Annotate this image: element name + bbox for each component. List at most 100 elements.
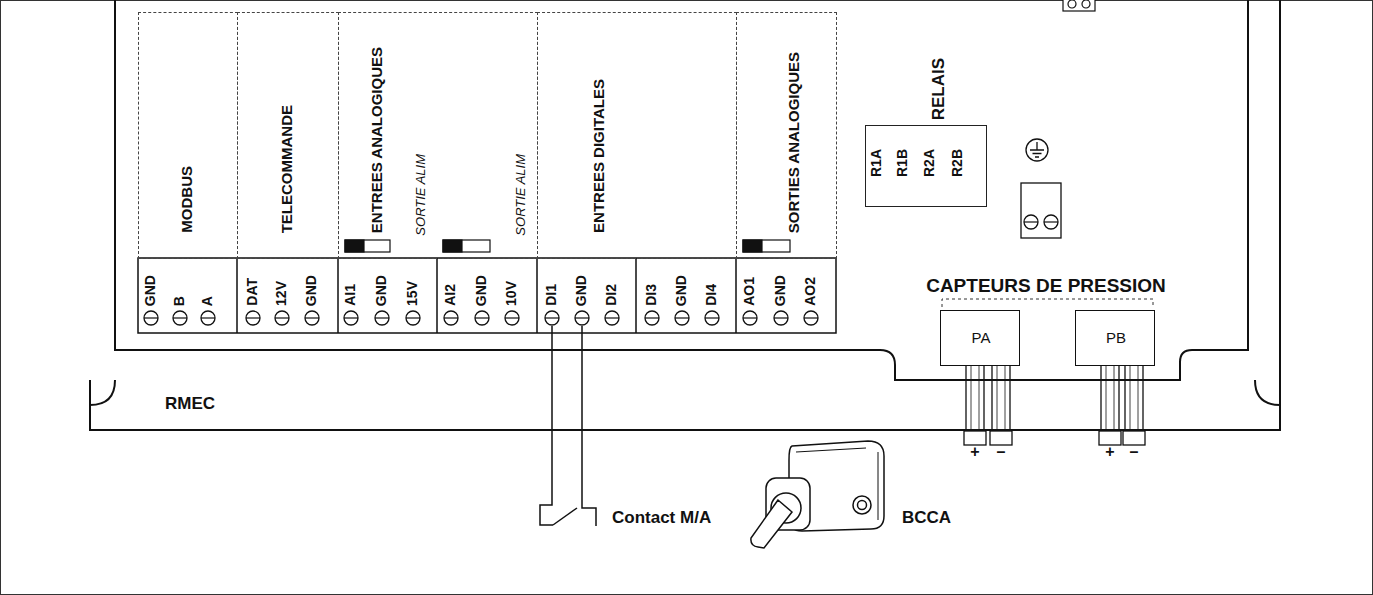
terminal-screw [375,311,389,325]
polarity-mark: + [970,443,979,461]
screw-head [305,311,319,325]
screw-head [144,311,158,325]
knob-handle [751,500,792,548]
screw-head [275,311,289,325]
pin-name: R2B [950,149,965,177]
earth-symbol [1026,139,1048,161]
terminal-screw [406,311,420,325]
sensor-bracket [942,299,1153,307]
screw-head [246,311,260,325]
pin-name: B [172,296,187,306]
terminal-block [138,258,836,333]
screw [1068,0,1076,8]
switch-lever [443,240,462,252]
power-note: SORTIE ALIM [414,154,428,236]
terminal-group: SORTIES ANALOGIQUES [736,12,837,259]
terminal-screw [675,311,689,325]
selector-switch [751,441,884,548]
pin-name: DI4 [704,284,719,306]
group-heading: ENTREES DIGITALES [591,79,608,233]
screw-head [1044,215,1058,229]
pin-name: DI2 [604,284,619,306]
group-heading: TELECOMMANDE [279,105,296,233]
screw-head [475,311,489,325]
screw-head [444,311,458,325]
wire [582,326,596,526]
pin-name: AI1 [343,284,358,306]
pin-name: AO2 [803,277,818,306]
terminal-screw [444,311,458,325]
screw-slot [305,317,319,318]
terminal-group: ENTREES ANALOGIQUES [338,12,538,259]
mount-hole [853,496,871,514]
pressure-sensor: PA [940,310,1020,366]
screw-head [1024,215,1038,229]
mount-hole [858,501,867,510]
board-edge [115,0,1248,380]
earth-block [1021,183,1061,238]
screw [1082,0,1090,8]
tube [1101,365,1119,431]
terminal-strip [138,258,836,333]
screw-row [1024,215,1058,229]
pin-name: 12V [274,281,289,306]
terminal-screw [645,311,659,325]
terminal-screw [774,311,788,325]
screw-slot [1044,221,1058,222]
group-heading: ENTREES ANALOGIQUES [369,47,386,233]
screw-slot [246,317,260,318]
screw-slot [605,317,619,318]
pressure-tubes [964,365,1145,445]
screw-slot [505,317,519,318]
group-heading: RELAIS [930,58,949,120]
screw-head [406,311,420,325]
terminal-group: MODBUS [138,12,238,259]
switch [443,240,490,252]
pin-name: 15V [405,281,420,306]
terminal-group: TELECOMMANDE [237,12,339,259]
terminal-screw [344,311,358,325]
terminal-screw [804,311,818,325]
screw-row [144,311,818,325]
screw-slot [743,317,757,318]
screw-slot [344,317,358,318]
bracket [942,299,1153,307]
screw-head [344,311,358,325]
pin-name: GND [304,275,319,306]
terminal-divider [237,258,736,333]
terminal-screw [201,311,215,325]
screw-head [575,311,589,325]
terminal-screw [705,311,719,325]
screw-slot [275,317,289,318]
group-label: CAPTEURS DE PRESSION [926,276,1166,297]
screw-head [743,311,757,325]
tube [966,365,984,431]
screw-head [675,311,689,325]
pin-name: R1B [895,149,910,177]
board-edge [90,0,1280,430]
terminal-screw [605,311,619,325]
contact-label: Contact M/A [612,509,711,528]
screw-slot [804,317,818,318]
terminal-screw [173,311,187,325]
screw-slot [201,317,215,318]
tube-end [990,431,1012,445]
screw-head [505,311,519,325]
screw-slot [705,317,719,318]
pin-name: DAT [245,278,260,306]
pin-name: 10V [504,281,519,306]
tube [992,365,1010,431]
switch-contact [553,508,577,525]
tube-end [1123,431,1145,445]
screw-head [375,311,389,325]
tube-end [1099,431,1121,445]
tube [1125,365,1143,431]
switch [345,240,390,252]
pin-name: GND [474,275,489,306]
terminal-group: ENTREES DIGITALES [537,12,737,259]
pressure-sensor: PB [1075,310,1155,366]
pin-name: R1A [869,149,884,177]
terminal-screw [575,311,589,325]
top-connector [1063,0,1095,11]
